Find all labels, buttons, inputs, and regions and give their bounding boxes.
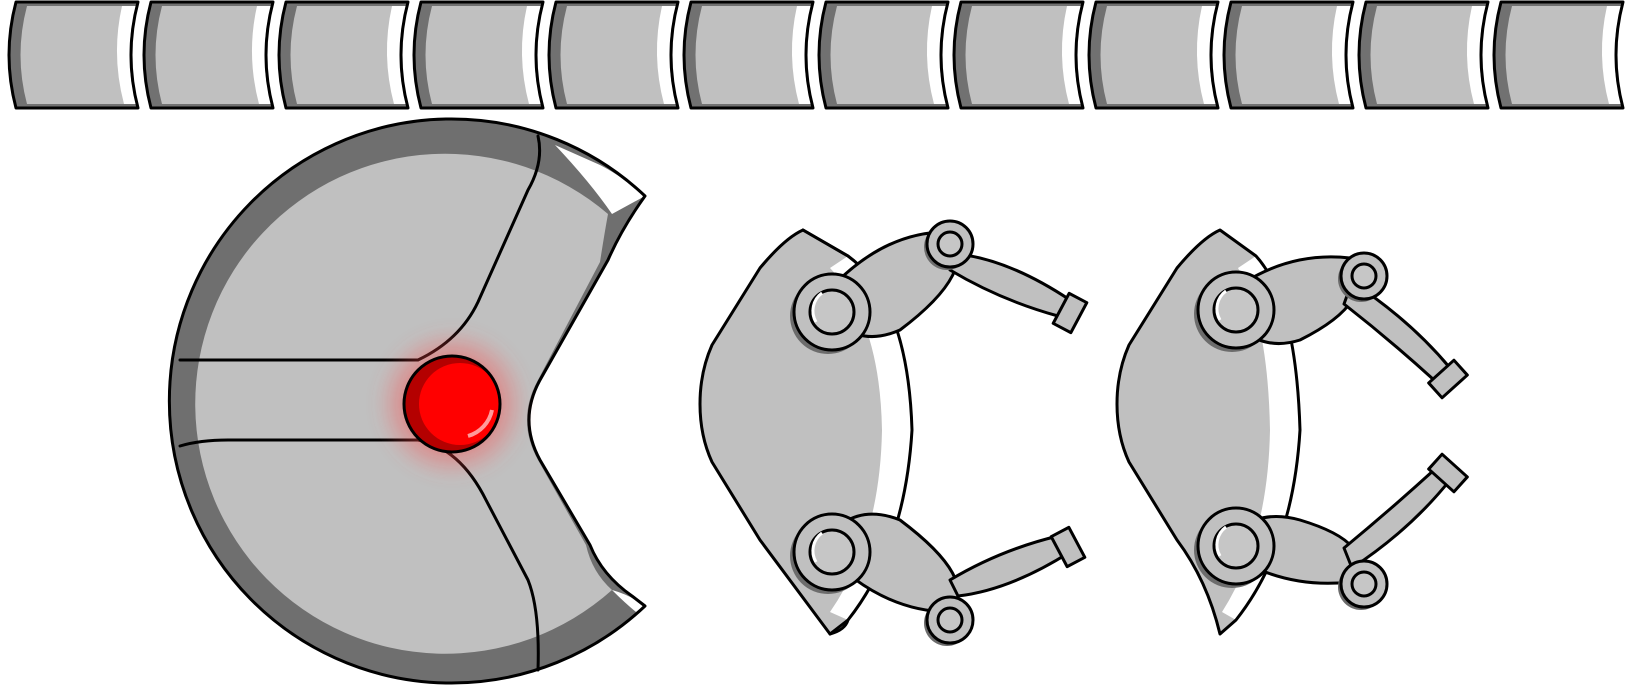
body-segment xyxy=(142,0,275,110)
claw-open xyxy=(698,219,1089,648)
body-segment xyxy=(1222,0,1355,110)
body-segment xyxy=(952,0,1085,110)
body-segment xyxy=(682,0,815,110)
body-segment-row xyxy=(7,0,1625,110)
body-segment xyxy=(1087,0,1220,110)
body-segment xyxy=(1492,0,1625,110)
body-segment xyxy=(412,0,545,110)
body-segment xyxy=(547,0,680,110)
body-segment xyxy=(7,0,140,110)
claw-closed xyxy=(1115,228,1469,636)
body-segment xyxy=(1357,0,1490,110)
eye-icon xyxy=(402,354,502,454)
body-segment xyxy=(277,0,410,110)
robot-head xyxy=(167,117,647,685)
body-segment xyxy=(817,0,950,110)
